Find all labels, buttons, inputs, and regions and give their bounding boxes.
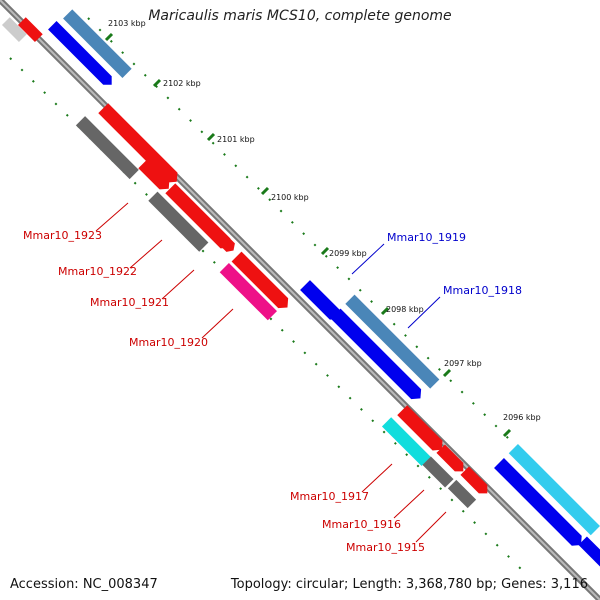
gene-feature bbox=[447, 479, 477, 509]
topology-text: Topology: circular; Length: 3,368,780 bp… bbox=[230, 577, 588, 592]
gene-label: Mmar10_1919 bbox=[387, 231, 466, 244]
gene-label: Mmar10_1917 bbox=[290, 490, 369, 503]
gene-feature bbox=[436, 444, 464, 472]
gene-feature bbox=[1, 17, 27, 43]
gene-feature bbox=[300, 280, 340, 320]
gene-feature bbox=[17, 17, 43, 43]
gene-feature bbox=[508, 444, 600, 536]
gene-label: Mmar10_1920 bbox=[129, 336, 208, 349]
gene-features bbox=[1, 9, 600, 568]
gene-feature bbox=[578, 536, 600, 568]
gene-feature bbox=[212, 229, 235, 252]
gene-feature bbox=[165, 183, 231, 249]
tick-label: 2100 kbp bbox=[271, 193, 309, 202]
label-leader-lines bbox=[95, 202, 447, 543]
tick-label: 2101 kbp bbox=[217, 135, 255, 144]
tick-label: 2098 kbp bbox=[386, 305, 424, 314]
tick-marks bbox=[104, 32, 512, 438]
tick-labels: 2103 kbp 2102 kbp 2101 kbp 2100 kbp 2099… bbox=[108, 19, 541, 422]
gene-feature bbox=[345, 294, 440, 389]
gene-feature bbox=[231, 251, 289, 309]
tick-label: 2099 kbp bbox=[329, 249, 367, 258]
tick-label: 2103 kbp bbox=[108, 19, 146, 28]
gene-feature bbox=[219, 263, 277, 321]
gene-feature bbox=[460, 466, 488, 494]
gene-label: Mmar10_1923 bbox=[23, 229, 102, 242]
map-title: Maricaulis maris MCS10, complete genome bbox=[148, 8, 452, 24]
gene-feature bbox=[330, 308, 422, 400]
gene-label: Mmar10_1915 bbox=[346, 541, 425, 554]
gene-feature bbox=[98, 103, 178, 183]
tick-label: 2096 kbp bbox=[503, 413, 541, 422]
tick-label: 2102 kbp bbox=[163, 79, 201, 88]
tick-label: 2097 kbp bbox=[444, 359, 482, 368]
gene-label: Mmar10_1921 bbox=[90, 296, 169, 309]
gene-label: Mmar10_1918 bbox=[443, 284, 522, 297]
accession-text: Accession: NC_008347 bbox=[10, 577, 158, 592]
gene-label: Mmar10_1922 bbox=[58, 265, 137, 278]
gene-feature bbox=[494, 458, 582, 546]
gene-feature bbox=[48, 21, 112, 85]
gene-feature bbox=[148, 191, 209, 252]
gene-labels: Mmar10_1923 Mmar10_1922 Mmar10_1921 Mmar… bbox=[23, 229, 522, 554]
gene-feature bbox=[422, 456, 454, 488]
gene-feature bbox=[63, 9, 132, 78]
gene-feature bbox=[75, 116, 139, 180]
gene-feature bbox=[397, 405, 443, 451]
gene-feature bbox=[138, 158, 170, 190]
gene-label: Mmar10_1916 bbox=[322, 518, 401, 531]
gene-feature bbox=[381, 417, 431, 467]
